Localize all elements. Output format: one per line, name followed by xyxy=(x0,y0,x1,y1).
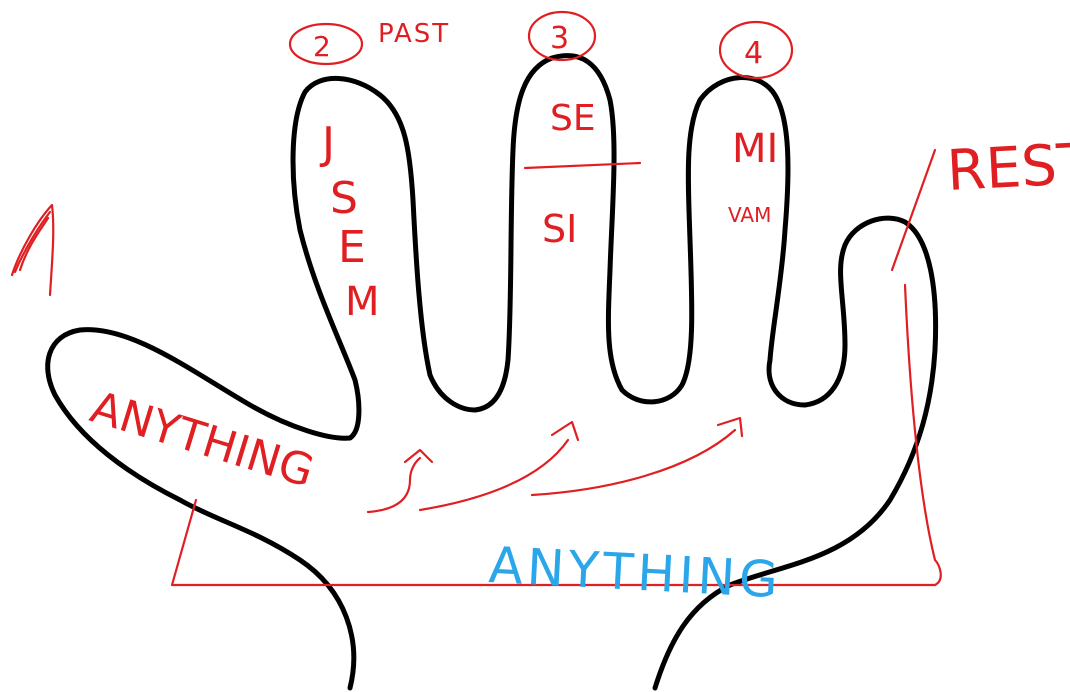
circle-four-group: 4 xyxy=(720,22,792,78)
circle-four-label: 4 xyxy=(744,36,763,71)
finger-one-letter-m: M xyxy=(345,279,380,325)
circle-two-label: 2 xyxy=(313,30,331,63)
circle-three-group: 3 xyxy=(529,12,595,60)
circle-three-label: 3 xyxy=(550,21,569,56)
palm-anything-label: ANYTHING xyxy=(487,536,783,609)
finger-two-bottom-label: SI xyxy=(542,207,577,251)
rest-group: REST xyxy=(892,131,1070,270)
arrow-one xyxy=(368,458,420,512)
finger-three-bottom-label: VAM xyxy=(728,203,771,227)
thumb-anything-label: ANYTHING xyxy=(85,382,320,498)
rest-label: REST xyxy=(945,131,1070,203)
palm-arrows xyxy=(368,418,742,512)
rest-pointer-line xyxy=(892,150,935,270)
finger-one-letter-e: E xyxy=(338,222,366,273)
circle-two-group: 2 PAST xyxy=(290,19,450,64)
arrow-three xyxy=(532,430,735,495)
finger-two-divider xyxy=(525,163,640,168)
finger-one-letter-j: J xyxy=(319,118,335,169)
number-one-mark: 1 xyxy=(12,205,53,295)
finger-two-top-label: SE xyxy=(550,98,596,139)
finger-three-top-label: MI xyxy=(732,126,778,172)
past-label: PAST xyxy=(378,19,450,49)
finger-three-labels: MI VAM xyxy=(728,126,778,227)
finger-one-letters: J S E M xyxy=(319,118,380,325)
finger-two-labels: SE SI xyxy=(525,98,640,251)
finger-one-letter-s: S xyxy=(330,173,358,224)
arrow-two xyxy=(420,440,568,510)
